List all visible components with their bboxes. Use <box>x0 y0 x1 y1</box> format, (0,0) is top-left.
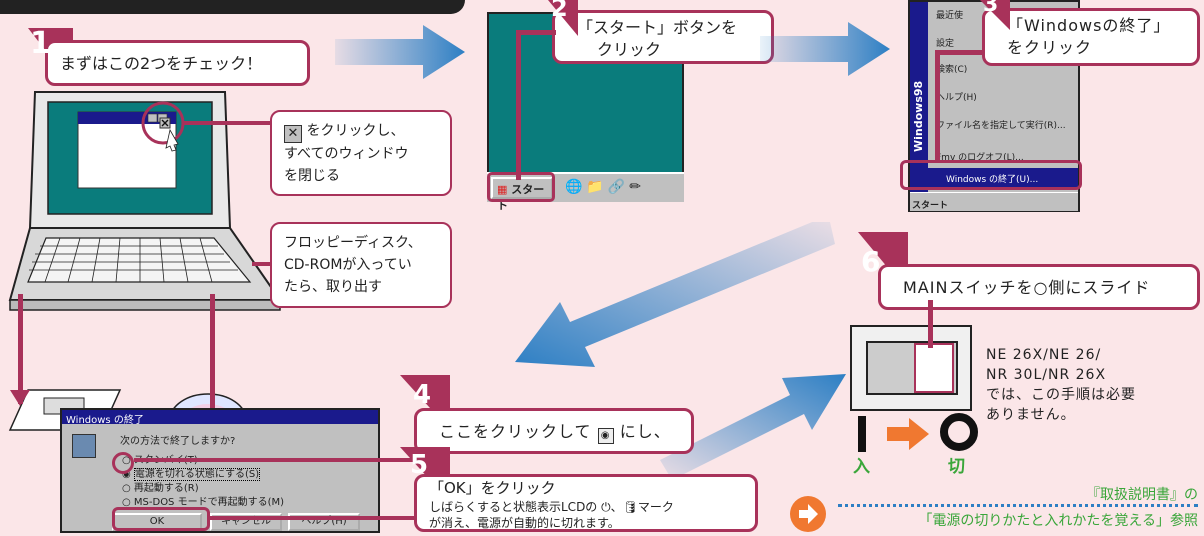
step5-connector <box>209 516 414 520</box>
menu-item-settings[interactable]: 設定 <box>936 39 955 49</box>
step2-connector-v <box>516 30 521 180</box>
off-label: 切 <box>948 457 965 477</box>
step2-callout: 「スタート」ボタンを クリック <box>552 10 774 64</box>
close-note-line2: すべてのウィンドウ <box>284 146 409 162</box>
step4-label: ここをクリックして <box>439 422 592 441</box>
step2-line1: 「スタート」ボタンを <box>577 18 738 37</box>
start-button[interactable]: ▦ スタート <box>491 177 553 212</box>
start-menu-banner-text: Windows98 <box>912 80 925 152</box>
step3-number: 3 <box>983 0 999 17</box>
shutdown-dialog: Windows の終了 次の方法で終了しますか? ○ スタンバイ(T) ◉ 電源… <box>60 408 380 533</box>
right-arrow-icon <box>887 418 929 450</box>
menu-item-search[interactable]: 検索(C) <box>936 65 968 75</box>
step5-callout: 「OK」をクリック しばらくすると状態表示LCDの ⏻、🛢マーク が消え、電源が… <box>414 474 758 532</box>
models-note-line3: では、この手順は必要 <box>986 387 1136 403</box>
floppy-note-line1: フロッピーディスク、 <box>284 235 422 251</box>
flow-arrow-4 <box>660 374 846 480</box>
flow-arrow-3 <box>515 222 835 367</box>
step3-line2: をクリック <box>1007 38 1093 57</box>
step2-connector-h <box>516 30 556 35</box>
option-msdos[interactable]: ○ MS-DOS モードで再起動する(M) <box>122 497 285 508</box>
step4-callout: ここをクリックして ◉ にし、 <box>414 408 694 454</box>
reference-line2: 「電源の切りかたと入れかたを覚える」参照 <box>918 513 1198 529</box>
menu-item-shutdown[interactable]: Windows の終了(U)... <box>928 168 1078 188</box>
step4-label-suffix: にし、 <box>619 422 671 441</box>
switch-knob[interactable] <box>914 343 954 393</box>
step2-number: 2 <box>551 0 568 22</box>
step3-line1: 「Windowsの終了」 <box>1007 16 1171 35</box>
menu-item-logoff[interactable]: Fmv のログオフ(L)... <box>936 153 1024 163</box>
models-note-line4: ありません。 <box>986 407 1076 423</box>
step6-number: 6 <box>861 245 881 278</box>
on-symbol <box>858 416 866 452</box>
menu-item-run[interactable]: ファイル名を指定して実行(R)... <box>936 121 1066 131</box>
reference-divider <box>838 504 1198 507</box>
step3-connector-h <box>935 50 990 55</box>
step5-title: 「OK」をクリック <box>429 479 556 497</box>
windows-logo-icon: ▦ <box>497 183 508 196</box>
step4-connector <box>134 458 414 462</box>
step3-callout: 「Windowsの終了」 をクリック <box>982 8 1200 66</box>
step2-line2: クリック <box>597 40 662 59</box>
close-note-line1: をクリックし、 <box>306 123 405 139</box>
step1-callout: まずはこの2つをチェック！ <box>45 40 310 86</box>
step1-number: 1 <box>30 26 51 61</box>
start-menu-banner: Windows98 <box>910 2 928 192</box>
start-button-label: スタート <box>497 183 545 212</box>
mini-start-button[interactable]: スタート <box>912 201 949 211</box>
flow-arrow-1 <box>335 25 465 79</box>
step4-number: 4 <box>413 380 432 410</box>
option-restart[interactable]: ○ 再起動する(R) <box>122 483 199 494</box>
close-note-line3: を閉じる <box>284 168 340 184</box>
ok-highlight <box>112 507 210 531</box>
step6-connector <box>928 300 933 348</box>
models-note-line1: NE 26X/NE 26/ <box>986 347 1102 363</box>
step1-label: まずはこの2つをチェック！ <box>60 54 263 73</box>
step5-line1: しばらくすると状態表示LCDの ⏻、🛢マーク <box>429 500 674 514</box>
dialog-question: 次の方法で終了しますか? <box>120 436 236 447</box>
menu-item-help[interactable]: ヘルプ(H) <box>936 93 977 103</box>
header-bar <box>0 0 465 14</box>
models-note-line2: NR 30L/NR 26X <box>986 367 1107 383</box>
on-label: 入 <box>853 457 870 477</box>
flow-arrow-2 <box>760 22 890 76</box>
floppy-note-connector <box>252 262 270 266</box>
shutdown-highlight <box>900 160 1082 190</box>
step6-label: MAINスイッチを○側にスライド <box>903 278 1151 297</box>
step2-marker <box>548 0 578 36</box>
option-poweroff[interactable]: ◉ 電源を切れる状態にする(S) <box>122 468 261 481</box>
reference-arrow-icon <box>790 496 826 532</box>
step5-line2: が消え、電源が自動的に切れます。 <box>429 516 620 530</box>
off-symbol <box>940 413 978 451</box>
step3-connector <box>935 50 940 162</box>
floppy-note-line3: たら、取り出す <box>284 279 382 295</box>
quick-launch-icons[interactable]: 🌐📁🔗✏ <box>565 179 646 195</box>
radio-selected-icon: ◉ <box>597 428 614 444</box>
models-note: NE 26X/NE 26/ NR 30L/NR 26X では、この手順は必要 あ… <box>986 345 1200 425</box>
dialog-title: Windows の終了 <box>62 410 378 426</box>
main-switch <box>850 325 972 411</box>
computer-icon <box>72 434 96 458</box>
floppy-note: フロッピーディスク、 CD-ROMが入ってい たら、取り出す <box>270 222 452 308</box>
floppy-note-line2: CD-ROMが入ってい <box>284 257 412 273</box>
close-x-icon: ✕ <box>284 125 302 143</box>
step5-number: 5 <box>410 450 429 480</box>
step6-callout: MAINスイッチを○側にスライド <box>878 264 1200 310</box>
reference-line1: 『取扱説明書』の <box>1086 487 1198 503</box>
start-highlight <box>487 172 555 202</box>
step3-marker <box>980 0 1010 30</box>
close-note: ✕ をクリックし、 すべてのウィンドウ を閉じる <box>270 110 452 196</box>
mini-taskbar: スタート <box>910 192 1078 211</box>
menu-item-recent[interactable]: 最近使 <box>936 11 964 21</box>
radio-highlight <box>112 452 134 474</box>
